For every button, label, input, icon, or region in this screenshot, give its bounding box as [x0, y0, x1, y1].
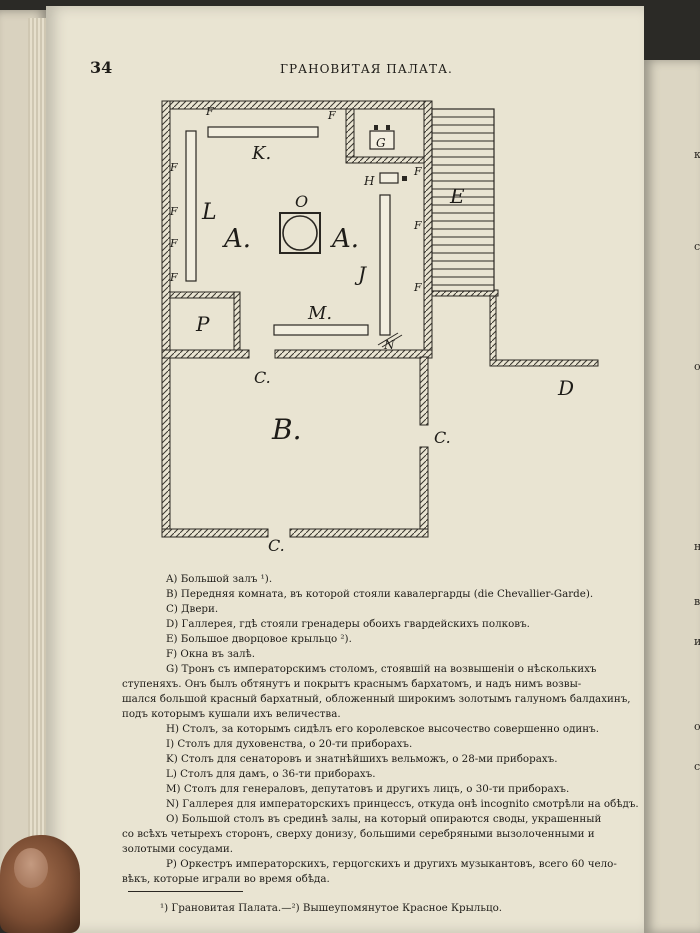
small-stair-n — [377, 332, 403, 348]
legend-item: B) Передняя комната, въ которой стояли к… — [166, 588, 594, 600]
label-o: O — [295, 192, 308, 211]
legend-item: M) Столъ для генераловъ, депутатовъ и др… — [166, 783, 570, 795]
stair-steps — [432, 116, 494, 286]
legend-item: C) Двери. — [166, 603, 219, 615]
label-j: J — [354, 262, 367, 286]
label-f: F — [327, 109, 336, 122]
legend-continuation: ступеняхъ. Онъ былъ обтянутъ и покрытъ к… — [122, 678, 582, 690]
right-page-fragment: с — [694, 760, 700, 773]
label-c: C. — [254, 368, 271, 387]
legend-continuation: золотыми сосудами. — [122, 843, 234, 855]
legend-item: H) Столъ, за которымъ сидѣлъ его королев… — [166, 723, 599, 735]
legend-continuation: подъ которымъ кушали ихъ величества. — [122, 708, 341, 720]
label-f: F — [413, 219, 422, 232]
legend-item: L) Столъ для дамъ, о 36-ти приборахъ. — [166, 768, 376, 780]
legend-item: O) Большой столъ въ срединѣ залы, на кот… — [166, 813, 602, 825]
floor-plan: F F F F F F F F F K. G H O L A. A. J E P… — [161, 100, 599, 555]
right-page-fragment: о — [694, 360, 700, 373]
central-pillar — [279, 212, 321, 254]
central-pillar-circle — [282, 215, 318, 251]
table-k — [207, 126, 319, 138]
label-p: P — [195, 312, 210, 336]
legend-item: F) Окна въ залѣ. — [166, 648, 255, 660]
label-n: N — [383, 338, 395, 352]
right-page-fragment: н — [694, 540, 700, 553]
throne — [369, 130, 395, 150]
legend-item: A) Большой залъ ¹). — [166, 573, 273, 585]
label-e: E — [449, 184, 465, 208]
right-page-fragment: к — [694, 148, 700, 161]
label-a: A. — [222, 224, 251, 254]
legend-continuation: со всѣхъ четырехъ сторонъ, сверху донизу… — [122, 828, 595, 840]
label-f: F — [169, 205, 178, 218]
table-h — [379, 172, 399, 184]
legend-continuation: шался большой красный бархатный, обложен… — [122, 693, 631, 705]
label-a: A. — [330, 224, 359, 254]
legend-item: G) Тронъ съ императорскимъ столомъ, стоя… — [166, 663, 597, 675]
right-page-fragment: в — [694, 595, 700, 608]
label-b: B. — [271, 413, 301, 446]
legend-item: E) Большое дворцовое крыльцо ²). — [166, 633, 352, 645]
label-h: H — [363, 174, 375, 188]
legend-continuation: вѣкъ, которые играли во время обѣда. — [122, 873, 330, 885]
label-k: K. — [251, 143, 271, 164]
label-f: F — [169, 271, 178, 284]
legend-item: D) Галлерея, гдѣ стояли гренадеры обоихъ… — [166, 618, 530, 630]
running-head: ГРАНОВИТАЯ ПАЛАТА. — [280, 62, 453, 76]
walls — [161, 100, 599, 538]
legend-item: P) Оркестръ императорскихъ, герцогскихъ … — [166, 858, 617, 870]
plan-labels: F F F F F F F F F K. G H O L A. A. J E P… — [169, 105, 574, 555]
right-page-fragment: о — [694, 720, 700, 733]
footnote-rule — [128, 891, 243, 892]
label-c: C. — [434, 428, 451, 447]
label-g: G — [376, 136, 386, 150]
label-d: D — [557, 376, 574, 400]
legend-item: I) Столъ для духовенства, о 20-ти прибор… — [166, 738, 413, 750]
table-m — [273, 324, 369, 336]
label-f: F — [169, 161, 178, 174]
legend-item: N) Галлерея для императорскихъ принцессъ… — [166, 798, 639, 810]
label-m: M. — [307, 303, 332, 324]
right-page-edge: к с о н в и о с — [644, 60, 700, 933]
label-f: F — [413, 165, 422, 178]
right-page-fragment: и — [694, 635, 700, 648]
label-f: F — [205, 105, 214, 118]
legend-item: K) Столъ для сенаторовъ и знатнѣйшихъ ве… — [166, 753, 558, 765]
page-number: 34 — [90, 58, 113, 77]
throne-mark — [374, 125, 378, 130]
label-f: F — [413, 281, 422, 294]
label-c: C. — [268, 536, 285, 555]
book-page — [46, 6, 644, 933]
label-l: L — [201, 200, 217, 225]
label-f: F — [169, 237, 178, 250]
throne-mark — [386, 125, 390, 130]
page-stack-edges — [28, 18, 50, 878]
footnote: ¹) Грановитая Палата.—²) Вышеупомянутое … — [160, 902, 503, 914]
thumb-nail — [14, 848, 48, 888]
table-l — [185, 130, 197, 282]
table-h-mark — [402, 176, 407, 181]
right-page-fragment: с — [694, 240, 700, 253]
table-i — [379, 194, 391, 336]
